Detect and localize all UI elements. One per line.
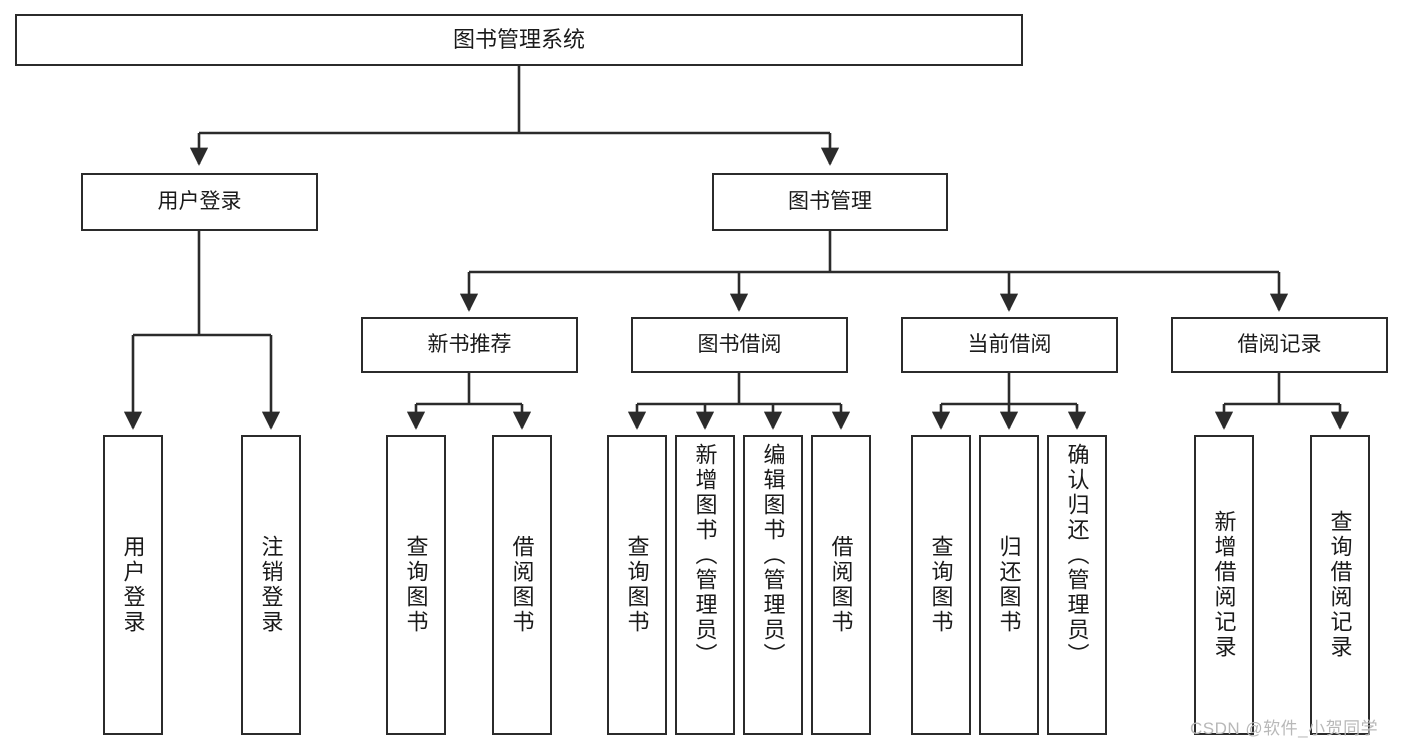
leaf-query-books-borrow[interactable]: 查询图书 xyxy=(607,435,667,735)
csdn-watermark: CSDN @软件_小贺同学 xyxy=(1190,719,1379,738)
node-book-management[interactable]: 图书管理 xyxy=(712,173,948,231)
leaf-return-books[interactable]: 归还图书 xyxy=(979,435,1039,735)
leaf-query-books-recommend[interactable]: 查询图书 xyxy=(386,435,446,735)
node-label: 用户登录 xyxy=(120,535,146,635)
node-label: 归还图书 xyxy=(996,535,1022,635)
leaf-edit-book-admin[interactable]: 编辑图书（管理员） xyxy=(743,435,803,735)
leaf-user-login[interactable]: 用户登录 xyxy=(103,435,163,735)
leaf-logout[interactable]: 注销登录 xyxy=(241,435,301,735)
node-label: 借阅图书 xyxy=(509,535,535,635)
node-label: 新增借阅记录 xyxy=(1211,510,1237,660)
node-label: 新书推荐 xyxy=(427,332,512,356)
node-label: 查询借阅记录 xyxy=(1327,510,1353,660)
node-label: 借阅记录 xyxy=(1237,332,1322,356)
node-label: 查询图书 xyxy=(624,535,650,635)
leaf-query-borrow-record[interactable]: 查询借阅记录 xyxy=(1310,435,1370,735)
node-label: 新增图书（管理员） xyxy=(692,443,718,668)
node-label: 借阅图书 xyxy=(828,535,854,635)
leaf-borrow-books[interactable]: 借阅图书 xyxy=(811,435,871,735)
node-book-borrowing[interactable]: 图书借阅 xyxy=(631,317,848,373)
node-root-book-management-system[interactable]: 图书管理系统 xyxy=(15,14,1023,66)
node-new-book-recommendation[interactable]: 新书推荐 xyxy=(361,317,578,373)
leaf-query-books-current[interactable]: 查询图书 xyxy=(911,435,971,735)
node-label: 当前借阅 xyxy=(967,332,1052,356)
node-label: 查询图书 xyxy=(928,535,954,635)
node-label: 图书管理系统 xyxy=(452,27,585,53)
node-label: 确认归还（管理员） xyxy=(1064,443,1090,668)
leaf-borrow-books-recommend[interactable]: 借阅图书 xyxy=(492,435,552,735)
node-borrowing-record[interactable]: 借阅记录 xyxy=(1171,317,1388,373)
node-label: 注销登录 xyxy=(258,535,284,635)
leaf-add-book-admin[interactable]: 新增图书（管理员） xyxy=(675,435,735,735)
leaf-add-borrow-record[interactable]: 新增借阅记录 xyxy=(1194,435,1254,735)
node-label: 图书借阅 xyxy=(697,332,782,356)
node-current-borrowing[interactable]: 当前借阅 xyxy=(901,317,1118,373)
leaf-confirm-return-admin[interactable]: 确认归还（管理员） xyxy=(1047,435,1107,735)
node-label: 图书管理 xyxy=(788,189,872,213)
node-label: 用户登录 xyxy=(157,189,242,213)
node-label: 编辑图书（管理员） xyxy=(760,443,786,668)
node-label: 查询图书 xyxy=(403,535,429,635)
node-user-login[interactable]: 用户登录 xyxy=(81,173,318,231)
